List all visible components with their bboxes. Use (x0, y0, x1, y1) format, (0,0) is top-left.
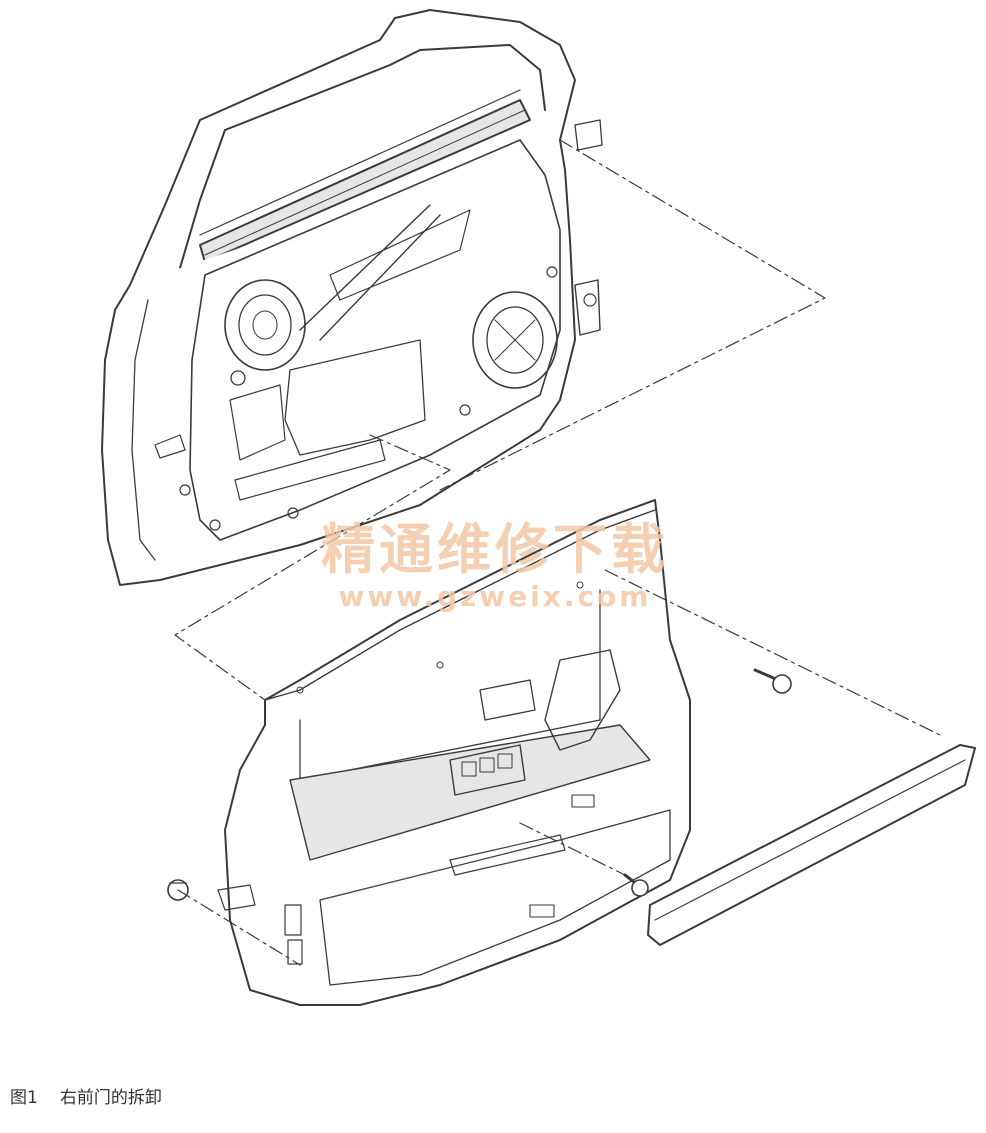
door-inner-panel (189, 139, 561, 541)
figure-title: 右前门的拆卸 (59, 1088, 162, 1108)
door-handle-recess (479, 679, 536, 721)
window-frame-inner (174, 44, 546, 286)
window-switch-panel (449, 744, 526, 796)
alignment-lines (174, 139, 941, 966)
door-pocket (319, 809, 671, 986)
figure-number: 图1 (10, 1088, 38, 1108)
door-frame (101, 9, 603, 586)
trim-strip (647, 744, 976, 946)
screw-upper (753, 668, 792, 694)
door-trim-panel (217, 499, 691, 1006)
screw-lower (623, 873, 649, 897)
door-latch (574, 119, 603, 336)
window-channel (199, 99, 531, 263)
regulator-rod (299, 204, 441, 341)
door-disassembly-diagram (101, 9, 976, 1006)
speaker-right (472, 291, 558, 389)
window-frame-outer (129, 9, 576, 286)
figure-caption: 图1 右前门的拆卸 (10, 1083, 162, 1108)
access-hole (284, 339, 426, 456)
